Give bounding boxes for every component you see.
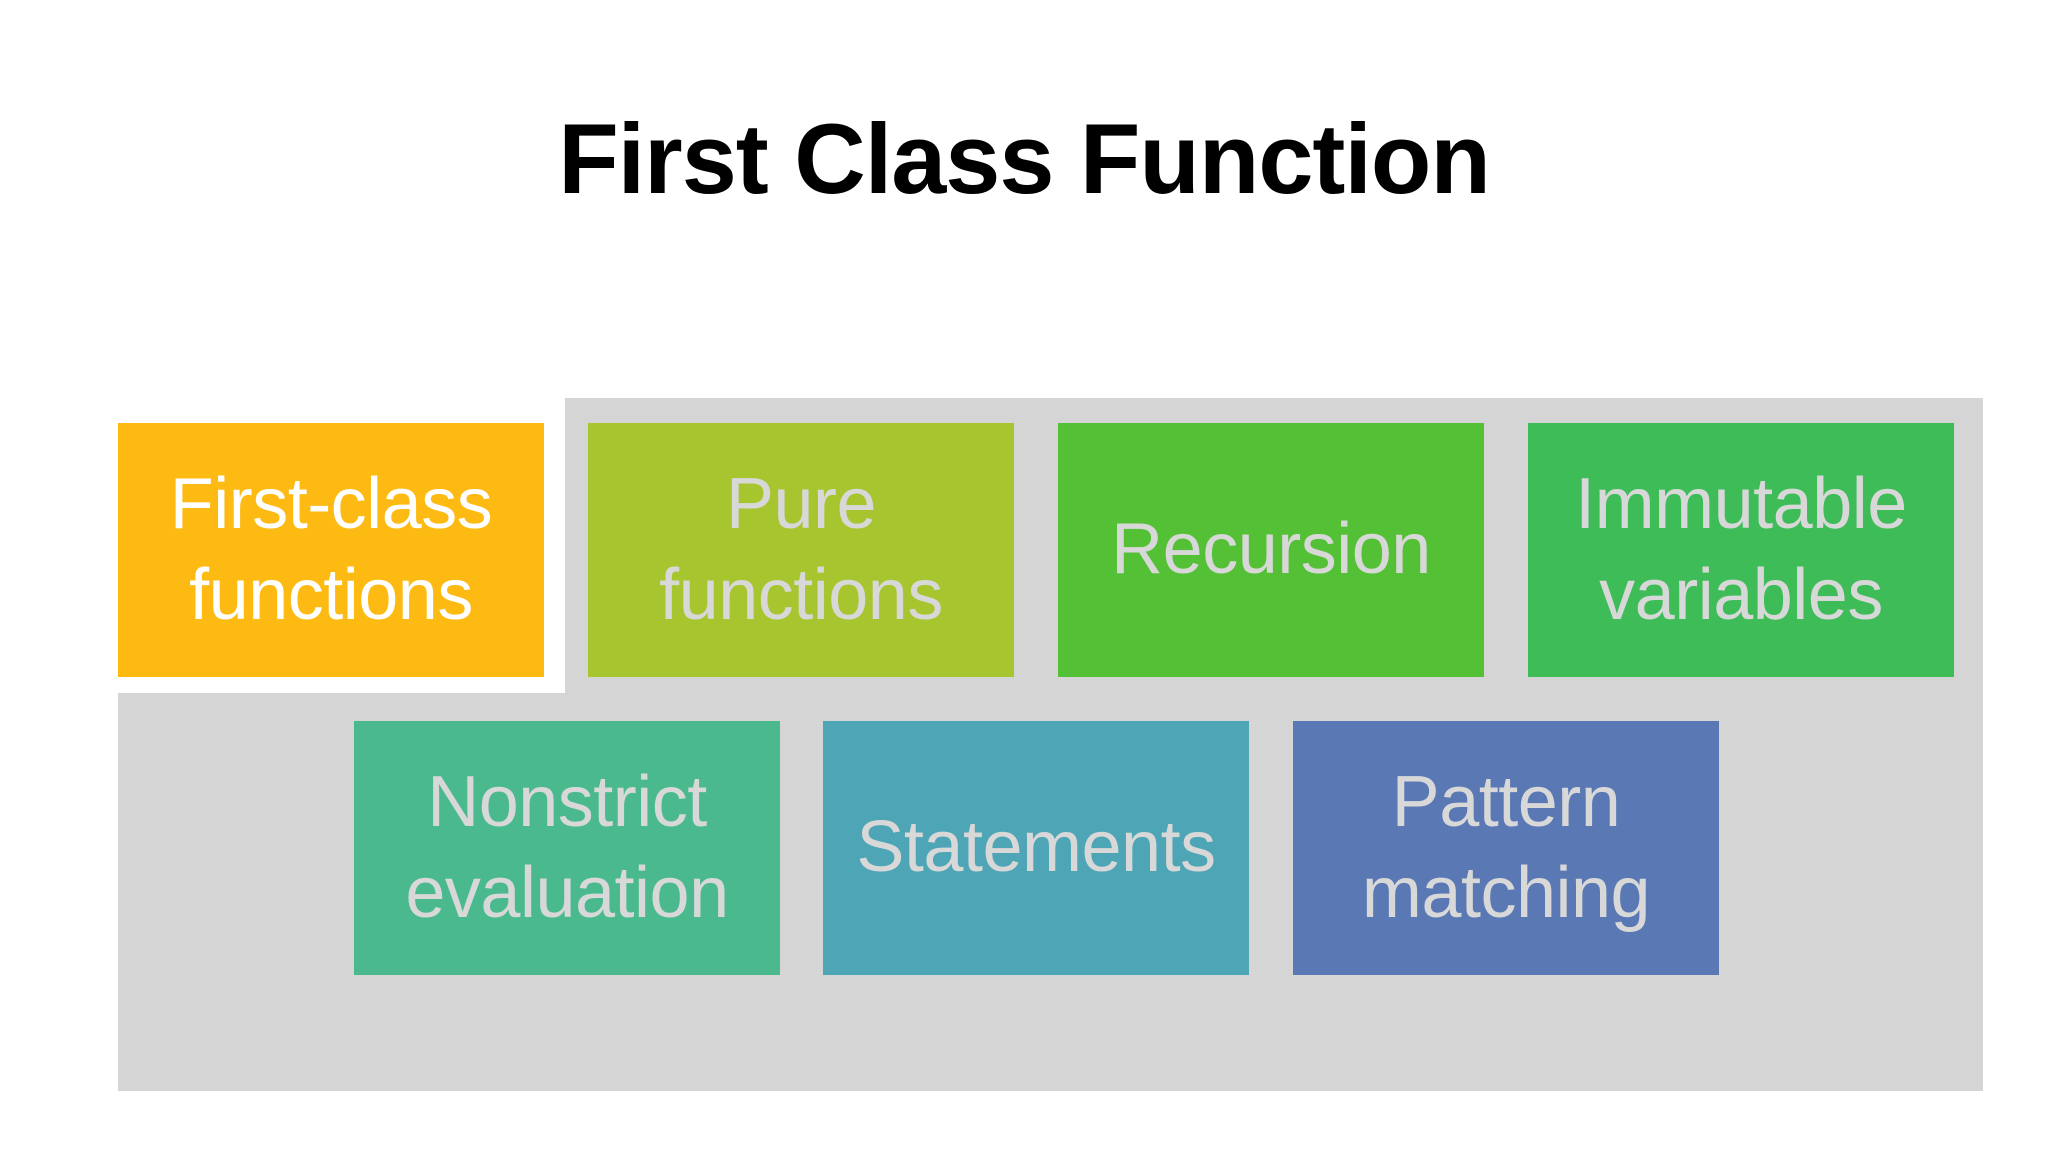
concept-box-statements: Statements — [823, 721, 1249, 975]
concept-box-first-class-functions: First-class functions — [118, 423, 544, 677]
concept-box-recursion: Recursion — [1058, 423, 1484, 677]
concept-box-nonstrict-evaluation: Nonstrict evaluation — [354, 721, 780, 975]
concept-box-immutable-variables: Immutable variables — [1528, 423, 1954, 677]
slide-title: First Class Function — [558, 103, 1491, 214]
concept-box-pattern-matching: Pattern matching — [1293, 721, 1719, 975]
concept-box-pure-functions: Pure functions — [588, 423, 1014, 677]
